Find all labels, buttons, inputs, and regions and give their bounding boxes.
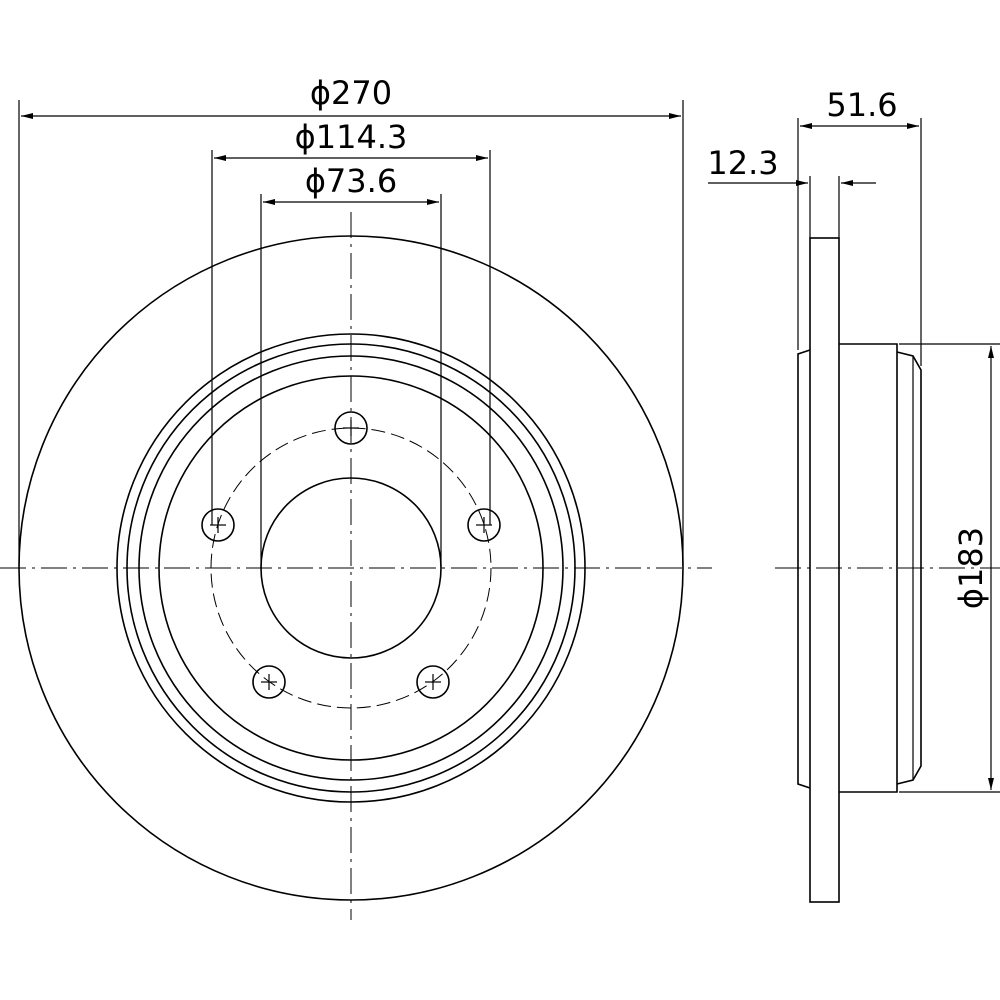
dim-outer-diameter: ϕ270 xyxy=(18,74,684,566)
outer-disc-edge xyxy=(18,235,684,901)
center-bore-label: ϕ73.6 xyxy=(305,162,397,200)
dim-disc-thickness: 12.3 xyxy=(707,144,876,238)
dim-center-bore: ϕ73.6 xyxy=(260,162,442,568)
hat-ring-3 xyxy=(138,355,564,781)
bolt-circle-label: ϕ114.3 xyxy=(295,118,408,156)
hub-face xyxy=(896,351,922,785)
hat-inner-ring xyxy=(158,375,544,761)
bolt-hole-left xyxy=(201,508,235,542)
side-view: 51.6 12.3 ϕ183 xyxy=(707,86,1000,903)
dim-hat-diameter: ϕ183 xyxy=(899,343,1000,793)
hat-outer-ring xyxy=(116,333,586,803)
hat-body xyxy=(839,343,898,793)
dim-total-height: 51.6 xyxy=(797,86,922,366)
hat-ring-2 xyxy=(126,343,576,793)
hat-diameter-label: ϕ183 xyxy=(952,527,990,609)
bolt-hole-top xyxy=(334,411,368,445)
dim-bolt-circle: ϕ114.3 xyxy=(211,118,491,525)
front-view: ϕ270 ϕ114.3 ϕ73.6 xyxy=(0,74,712,920)
bolt-hole-bottom-right xyxy=(416,665,450,699)
outer-diameter-label: ϕ270 xyxy=(310,74,392,112)
disc-friction-ring xyxy=(809,237,840,903)
total-height-label: 51.6 xyxy=(826,86,897,124)
bolt-pitch-circle xyxy=(210,427,492,709)
disc-thickness-label: 12.3 xyxy=(707,144,778,182)
bolt-hole-bottom-left xyxy=(252,665,286,699)
bolt-hole-right xyxy=(467,508,501,542)
hat-flange-left xyxy=(797,349,811,789)
